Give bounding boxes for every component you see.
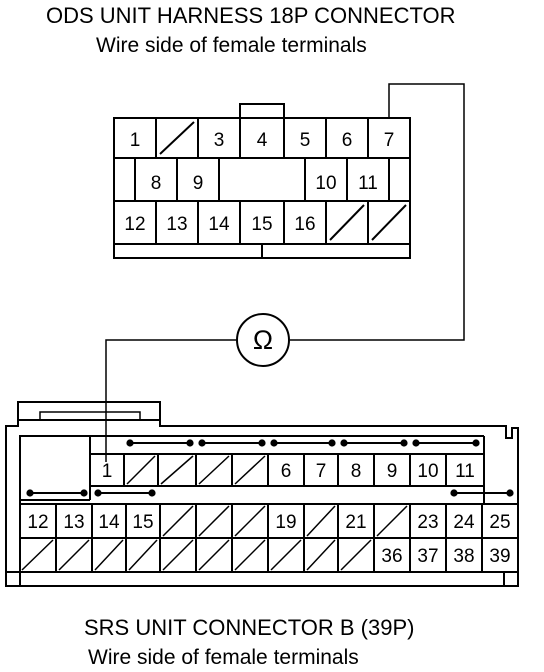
top-pin-12: 12 — [124, 214, 145, 235]
top-pin-3: 3 — [214, 130, 225, 151]
top-pin-6: 6 — [342, 130, 353, 151]
bottom-connector-tab — [17, 401, 161, 420]
bottom-pin-7: 7 — [316, 461, 327, 482]
bottom-pin-19: 19 — [275, 512, 296, 533]
top-pin-13: 13 — [166, 214, 187, 235]
top-pin-1: 1 — [130, 130, 141, 151]
bottom-pin-15: 15 — [132, 512, 153, 533]
bottom-pin-21: 21 — [345, 512, 366, 533]
ohmmeter-circle — [236, 313, 290, 367]
bottom-pin-23: 23 — [417, 512, 438, 533]
empty-cavity-mark — [329, 204, 365, 241]
top-pin-8: 8 — [151, 173, 162, 194]
top-pin-14: 14 — [208, 214, 230, 235]
empty-cavity-mark — [159, 121, 195, 155]
bottom-pin-13: 13 — [63, 512, 84, 533]
top-pin-16: 16 — [294, 214, 315, 235]
top-connector-title: ODS UNIT HARNESS 18P CONNECTOR — [46, 3, 456, 28]
bottom-pin-25: 25 — [489, 512, 510, 533]
bottom-pin-24: 24 — [453, 512, 475, 533]
bottom-pin-9: 9 — [387, 461, 398, 482]
bottom-pin-1: 1 — [102, 461, 113, 482]
bottom-empty-cavities — [21, 455, 408, 571]
top-connector-pins: 1 3 4 5 6 7 8 9 10 11 12 13 14 15 16 — [124, 130, 394, 235]
empty-cavity-mark — [371, 204, 407, 241]
bottom-pin-8: 8 — [351, 461, 362, 482]
bottom-pin-10: 10 — [417, 461, 438, 482]
bottom-connector-title: SRS UNIT CONNECTOR B (39P) — [84, 615, 415, 640]
top-pin-10: 10 — [315, 173, 336, 194]
bottom-connector-subtitle: Wire side of female terminals — [88, 646, 359, 669]
bottom-pin-36: 36 — [381, 546, 402, 567]
bottom-connector-pins: 1 6 7 8 9 10 11 12 13 14 15 19 21 23 24 … — [27, 461, 510, 567]
top-pin-9: 9 — [193, 173, 204, 194]
top-pin-7: 7 — [384, 130, 395, 151]
bottom-connector-housing — [5, 419, 519, 587]
top-connector-subtitle: Wire side of female terminals — [96, 34, 367, 57]
bottom-pin-38: 38 — [453, 546, 474, 567]
bottom-pin-39: 39 — [489, 546, 510, 567]
bottom-pin-6: 6 — [281, 461, 292, 482]
top-connector-latch — [239, 103, 285, 118]
top-pin-15: 15 — [251, 214, 272, 235]
top-pin-11: 11 — [358, 173, 378, 194]
bottom-pin-37: 37 — [417, 546, 438, 567]
bottom-pin-14: 14 — [98, 512, 120, 533]
top-pin-5: 5 — [300, 130, 311, 151]
shorting-bars — [26, 439, 514, 497]
bottom-pin-12: 12 — [27, 512, 48, 533]
test-lead-to-pin-7 — [290, 83, 465, 341]
top-pin-4: 4 — [257, 130, 268, 151]
test-lead-to-pin-1 — [105, 339, 236, 462]
ohm-symbol: Ω — [253, 325, 273, 355]
bottom-pin-11: 11 — [455, 461, 475, 482]
